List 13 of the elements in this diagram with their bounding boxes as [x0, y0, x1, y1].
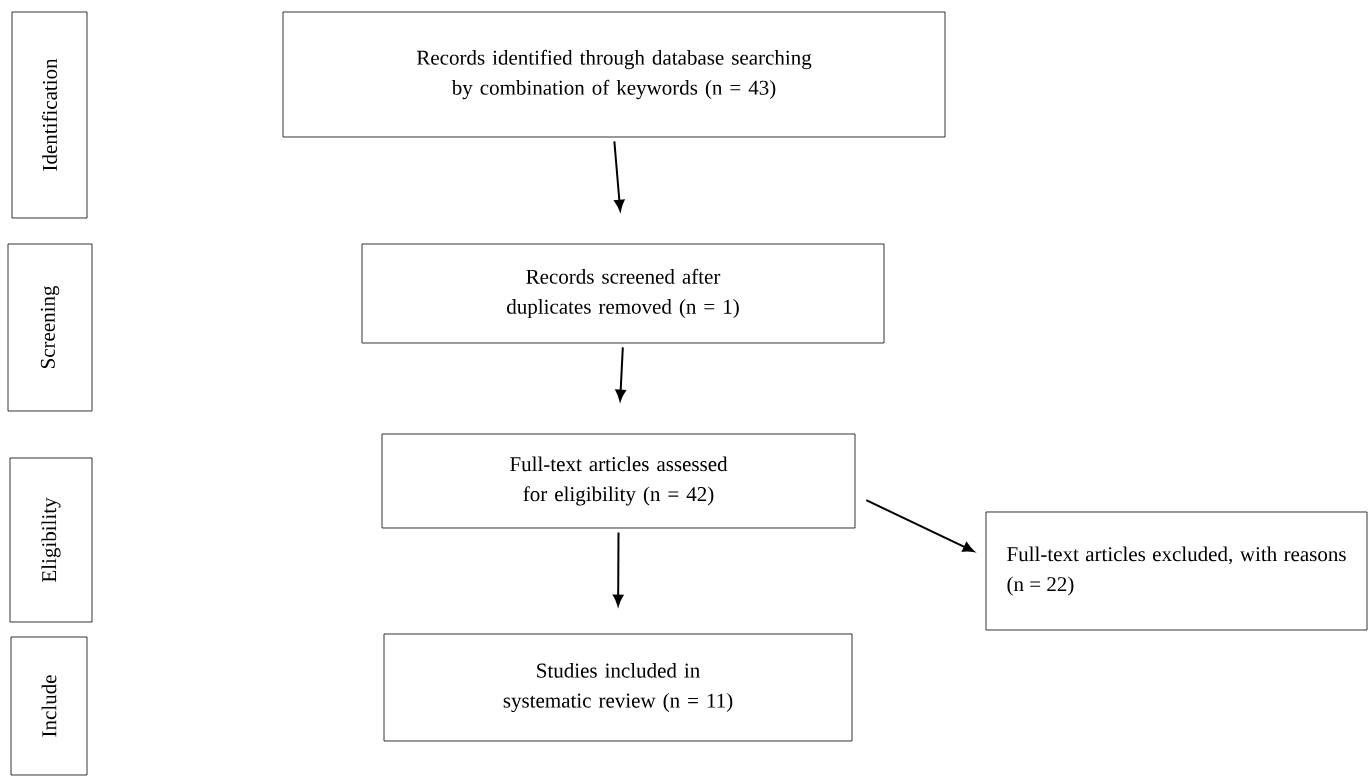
arrow: [865, 499, 975, 553]
arrow: [613, 531, 624, 606]
process-box: Records screened after duplicates removed (n = 1): [361, 243, 885, 344]
arrow: [615, 346, 626, 401]
stage-label-box: Include: [10, 636, 88, 776]
stage-label-box: Screening: [7, 243, 93, 412]
stage-label-box: Eligibility: [9, 457, 93, 623]
process-box: Full-text articles assessed for eligibility (n = 42): [381, 433, 856, 529]
process-box: Full-text articles excluded, with reasons (n = 22): [985, 511, 1368, 631]
process-box: Records identified through database searching by combination of keywords (n = 43): [282, 11, 946, 138]
process-box: Studies included in systematic review (n = 11): [383, 633, 853, 742]
stage-label-box: Identification: [11, 11, 88, 219]
arrow: [613, 140, 625, 212]
